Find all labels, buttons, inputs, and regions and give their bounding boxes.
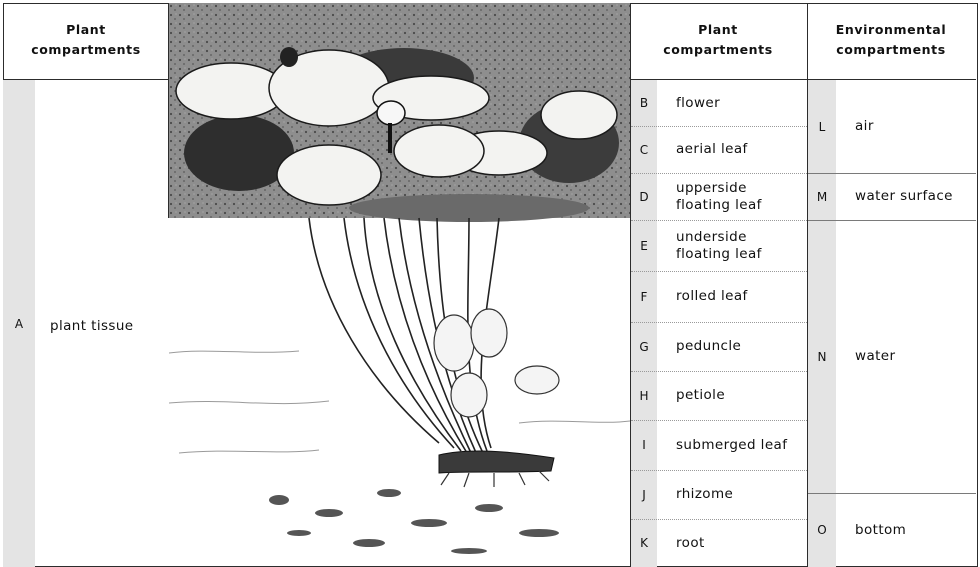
row-divider xyxy=(631,371,807,372)
compartment-label: underside floating leaf xyxy=(676,220,804,271)
compartment-letter: G xyxy=(631,322,657,371)
water-ripples xyxy=(169,351,630,453)
submerged-leaves xyxy=(434,309,559,417)
compartment-letter: H xyxy=(631,371,657,420)
environmental-compartment-row: Mwater surface xyxy=(808,173,976,220)
compartment-label: upperside floating leaf xyxy=(676,173,804,220)
compartment-letter: F xyxy=(631,271,657,322)
row-divider xyxy=(631,271,807,272)
row-divider xyxy=(808,493,976,494)
compartment-label: root xyxy=(676,519,804,567)
compartment-letter: L xyxy=(808,80,836,173)
plant-compartment-row: Hpetiole xyxy=(631,371,807,420)
compartment-label: flower xyxy=(676,80,804,126)
compartment-label: petiole xyxy=(676,371,804,420)
compartment-label: air xyxy=(855,80,975,173)
plant-compartment-row: Gpeduncle xyxy=(631,322,807,371)
row-divider xyxy=(631,220,807,221)
row-divider xyxy=(631,173,807,174)
compartment-label: bottom xyxy=(855,493,975,567)
plant-compartment-row: Caerial leaf xyxy=(631,126,807,173)
header-plant-compartments-left: Plant compartments xyxy=(20,18,152,62)
compartment-letter: I xyxy=(631,420,657,470)
compartment-letter: O xyxy=(808,493,836,567)
compartment-label: rolled leaf xyxy=(676,271,804,322)
compartment-label: submerged leaf xyxy=(676,420,804,470)
compartment-label: water xyxy=(855,220,975,493)
environmental-compartment-row: Nwater xyxy=(808,220,976,493)
compartment-letter: D xyxy=(631,173,657,220)
plant-compartment-row: Kroot xyxy=(631,519,807,567)
plant-compartment-row: Bflower xyxy=(631,80,807,126)
water-lily-illustration xyxy=(169,3,630,567)
compartment-label: peduncle xyxy=(676,322,804,371)
compartment-letter: K xyxy=(631,519,657,567)
compartment-letter: M xyxy=(808,173,836,220)
header-plant-compartments-middle: Plant compartments xyxy=(645,18,791,62)
compartment-letter: E xyxy=(631,220,657,271)
row-divider xyxy=(631,420,807,421)
row-divider xyxy=(631,470,807,471)
plant-compartment-row: Jrhizome xyxy=(631,470,807,519)
compartment-letter: N xyxy=(808,220,836,493)
environmental-compartment-row: Obottom xyxy=(808,493,976,567)
label-plant-tissue: plant tissue xyxy=(50,316,165,336)
row-divider xyxy=(631,322,807,323)
plant-compartment-row: Eunderside floating leaf xyxy=(631,220,807,271)
compartment-letter: C xyxy=(631,126,657,173)
plant-compartment-row: Dupperside floating leaf xyxy=(631,173,807,220)
compartment-letter: J xyxy=(631,470,657,519)
compartment-label: aerial leaf xyxy=(676,126,804,173)
environmental-compartment-row: Lair xyxy=(808,80,976,173)
plant-compartment-row: Frolled leaf xyxy=(631,271,807,322)
letter-a: A xyxy=(3,80,35,567)
row-divider xyxy=(631,126,807,127)
compartment-label: water surface xyxy=(855,173,975,220)
compartment-label: rhizome xyxy=(676,470,804,519)
compartment-letter: B xyxy=(631,80,657,126)
row-divider xyxy=(631,519,807,520)
rhizome xyxy=(439,451,554,487)
row-divider xyxy=(808,220,976,221)
plant-compartment-row: Isubmerged leaf xyxy=(631,420,807,470)
header-environmental-compartments: Environmental compartments xyxy=(815,18,967,62)
row-divider xyxy=(808,173,976,174)
bottom-sediment xyxy=(269,489,559,554)
